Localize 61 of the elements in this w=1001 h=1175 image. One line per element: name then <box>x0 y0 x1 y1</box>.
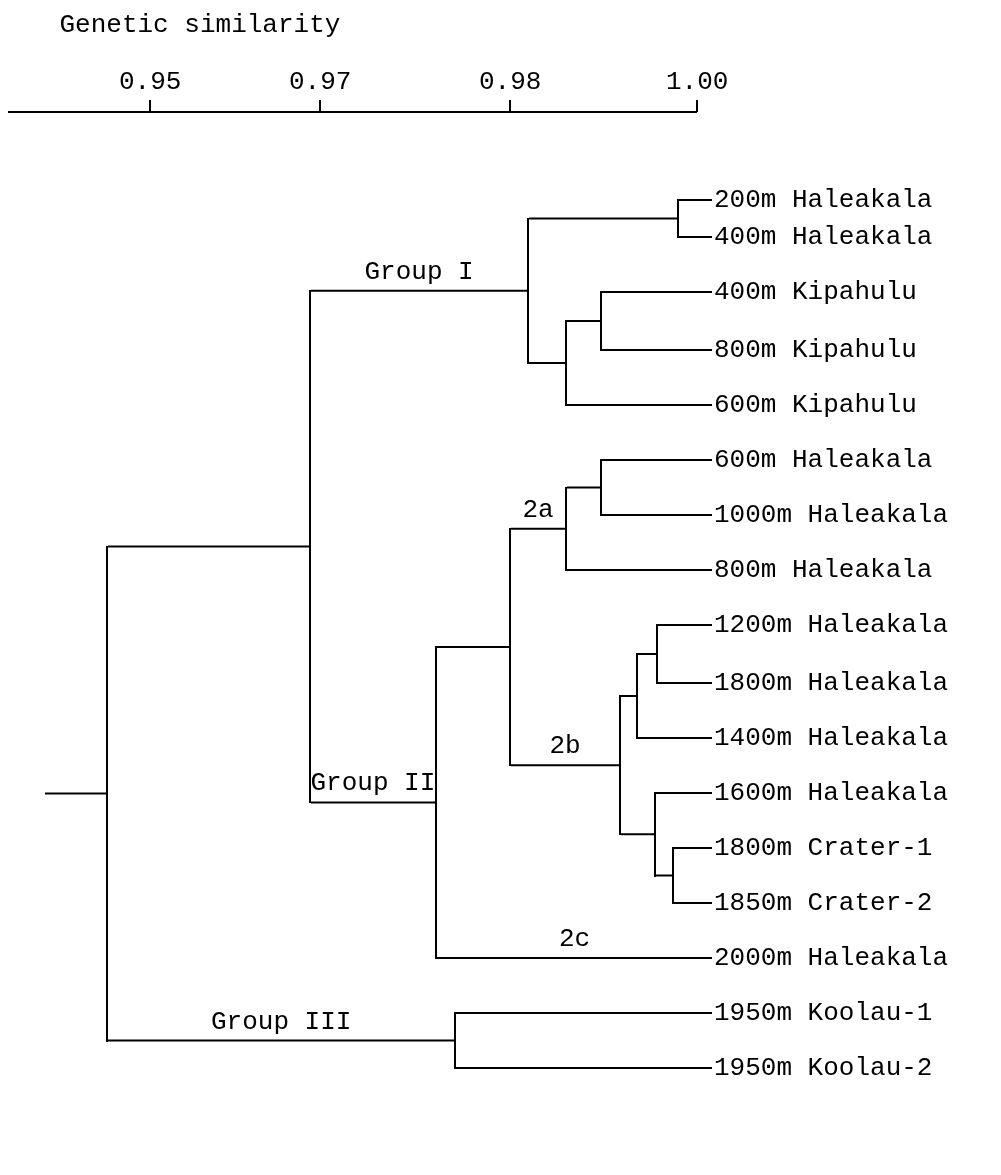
branch-line <box>310 801 436 804</box>
branch-line <box>678 199 713 201</box>
sample-label: 1950m Koolau-1 <box>714 998 933 1028</box>
branch-line <box>620 695 637 697</box>
tick-label: 0.98 <box>479 67 542 97</box>
branch-line <box>528 217 678 220</box>
branch-line <box>455 1012 713 1014</box>
sample-label: 600m Haleakala <box>714 445 933 475</box>
tick-label: 0.97 <box>289 67 352 97</box>
sample-label: 600m Kipahulu <box>714 390 917 420</box>
branch-line <box>601 291 713 293</box>
branch-line <box>107 1039 455 1042</box>
tick-label: 0.95 <box>119 67 182 97</box>
sample-label: 1800m Haleakala <box>714 668 949 698</box>
branch-line <box>436 645 510 648</box>
branch-line <box>657 682 713 684</box>
branch-line <box>107 545 310 548</box>
branch-line <box>455 1067 713 1069</box>
branch-line <box>528 362 566 364</box>
branch-line <box>601 349 713 351</box>
branch-line <box>620 833 655 836</box>
edge-label: Group III <box>211 1006 352 1037</box>
sample-label: 800m Kipahulu <box>714 335 917 365</box>
sample-label: 400m Haleakala <box>714 222 933 252</box>
branch-line <box>436 957 713 959</box>
sample-label: 1000m Haleakala <box>714 500 949 530</box>
sample-label: 1600m Haleakala <box>714 778 949 808</box>
branch-line <box>673 902 713 904</box>
branch-line <box>678 236 713 238</box>
edge-label: 2c <box>559 924 591 954</box>
edge-label: 2a <box>522 494 554 525</box>
edge-label: 2b <box>549 731 581 762</box>
sample-label: 1950m Koolau-2 <box>714 1053 933 1083</box>
branch-line <box>601 514 713 516</box>
sample-label: 1850m Crater-2 <box>714 888 933 918</box>
branch-line <box>673 847 713 849</box>
branch-line <box>566 404 713 406</box>
branch-line <box>655 874 673 877</box>
axis-title: Genetic similarity <box>59 10 341 40</box>
branch-line <box>310 289 528 292</box>
edge-label: Group I <box>364 256 474 287</box>
tick-label: 1.00 <box>666 67 729 97</box>
sample-label: 1200m Haleakala <box>714 610 949 640</box>
branch-line <box>566 569 713 571</box>
sample-label: 1800m Crater-1 <box>714 833 933 863</box>
branch-line <box>510 764 620 767</box>
sample-label: 800m Haleakala <box>714 555 933 585</box>
sample-label: 2000m Haleakala <box>714 943 949 973</box>
sample-label: 200m Haleakala <box>714 185 933 215</box>
branch-line <box>566 486 601 489</box>
sample-label: 400m Kipahulu <box>714 277 917 307</box>
branch-line <box>601 459 713 461</box>
root-branch <box>44 792 107 795</box>
branch-line <box>655 792 713 794</box>
edge-label: Group II <box>310 768 436 799</box>
branch-line <box>637 737 713 739</box>
branch-line <box>566 320 601 322</box>
branch-line <box>637 653 657 655</box>
branch-line <box>510 527 566 530</box>
branch-line <box>657 624 713 626</box>
sample-label: 1400m Haleakala <box>714 723 949 753</box>
